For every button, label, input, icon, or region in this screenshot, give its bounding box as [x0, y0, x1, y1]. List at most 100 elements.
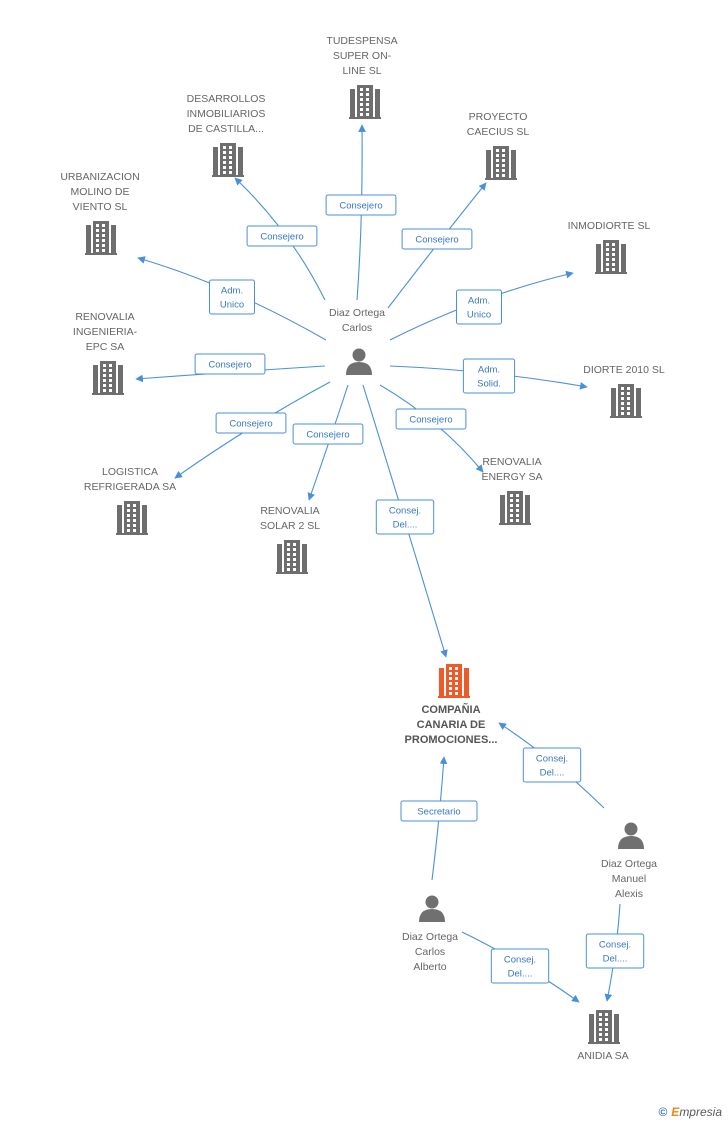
relation-label[interactable]: Adm. Solid.: [462, 358, 516, 394]
node-renovalia_ing[interactable]: RENOVALIA INGENIERIA- EPC SA: [73, 311, 138, 395]
relation-label-box: [456, 289, 502, 325]
node-label: REFRIGERADA SA: [84, 481, 176, 493]
relation-label-text: Unico: [467, 310, 491, 321]
building-icon: [349, 85, 381, 119]
node-label: MOLINO DE: [71, 186, 130, 198]
relation-label-text: Consejero: [229, 419, 272, 430]
node-anidia[interactable]: ANIDIA SA: [577, 1010, 629, 1062]
node-inmodiorte[interactable]: INMODIORTE SL: [568, 220, 651, 274]
relation-label-text: Del....: [508, 969, 533, 980]
node-label: SUPER ON-: [333, 50, 392, 62]
node-label: Diaz Ortega: [402, 931, 458, 943]
node-label: CAECIUS SL: [467, 126, 530, 138]
relation-label-text: Secretario: [417, 807, 460, 818]
relation-label-text: Consejero: [409, 415, 452, 426]
relation-label-text: Consejero: [260, 232, 303, 243]
relation-label[interactable]: Consejero: [401, 228, 473, 250]
node-label: URBANIZACION: [60, 171, 139, 183]
footer-brand[interactable]: ©Empresia: [658, 1105, 722, 1119]
relation-label-box: [194, 353, 266, 375]
node-label: LINE SL: [342, 65, 381, 77]
node-label: RENOVALIA: [260, 505, 319, 517]
building-icon: [499, 491, 531, 525]
node-diorte[interactable]: DIORTE 2010 SL: [583, 364, 665, 418]
relation-label[interactable]: Consejero: [292, 423, 364, 445]
node-label: INGENIERIA-: [73, 326, 138, 338]
node-logistica[interactable]: LOGISTICA REFRIGERADA SA: [84, 466, 176, 535]
node-label: TUDESPENSA: [326, 35, 397, 47]
relation-label-box: [395, 408, 467, 430]
relation-label[interactable]: Consej. Del....: [375, 499, 435, 535]
relation-label-text: Solid.: [477, 379, 501, 390]
relation-label[interactable]: Adm. Unico: [456, 289, 502, 325]
relation-label-text: Consej.: [504, 955, 536, 966]
relation-label-text: Adm.: [478, 365, 500, 376]
node-label: DIORTE 2010 SL: [583, 364, 665, 376]
relation-label-text: Del....: [603, 954, 628, 965]
relation-label-box: [585, 933, 645, 969]
brand-name: mpresia: [679, 1105, 722, 1119]
relation-label[interactable]: Consejero: [194, 353, 266, 375]
building-icon: [116, 501, 148, 535]
relation-label-text: Del....: [393, 520, 418, 531]
relation-label-box: [292, 423, 364, 445]
node-label: EPC SA: [86, 341, 125, 353]
node-label: Diaz Ortega: [601, 858, 657, 870]
relation-label[interactable]: Consej. Del....: [490, 948, 550, 984]
relation-label-text: Consej.: [389, 506, 421, 517]
node-label: SOLAR 2 SL: [260, 520, 320, 532]
node-label: ANIDIA SA: [577, 1050, 628, 1062]
node-label: VIENTO SL: [73, 201, 128, 213]
node-label: PROMOCIONES...: [405, 734, 498, 746]
building-icon: [610, 384, 642, 418]
relation-label-box: [246, 225, 318, 247]
relation-label-text: Unico: [220, 300, 244, 311]
node-label: ENERGY SA: [481, 471, 542, 483]
relation-label[interactable]: Adm. Unico: [209, 279, 255, 315]
relation-label[interactable]: Secretario: [400, 800, 478, 822]
person-icon: [618, 822, 644, 849]
node-urbanizacion[interactable]: URBANIZACION MOLINO DE VIENTO SL: [60, 171, 140, 255]
relation-label-text: Consej.: [536, 754, 568, 765]
building-icon: [212, 143, 244, 177]
node-label: DESARROLLOS: [187, 93, 266, 105]
building-icon: [92, 361, 124, 395]
relation-label[interactable]: Consejero: [215, 412, 287, 434]
relation-label[interactable]: Consejero: [395, 408, 467, 430]
building-icon: [588, 1010, 620, 1044]
building-icon: [276, 540, 308, 574]
copyright-icon: ©: [658, 1105, 668, 1119]
relation-label-box: [209, 279, 255, 315]
relation-label-box: [400, 800, 478, 822]
relation-label[interactable]: Consejero: [246, 225, 318, 247]
node-renovalia_solar[interactable]: RENOVALIA SOLAR 2 SL: [260, 505, 320, 574]
node-label: Alberto: [413, 961, 446, 973]
node-label: Alexis: [615, 888, 643, 900]
node-label: INMOBILIARIOS: [187, 108, 266, 120]
node-proyecto[interactable]: PROYECTO CAECIUS SL: [467, 111, 530, 180]
person-icon: [346, 348, 372, 375]
node-label: LOGISTICA: [102, 466, 158, 478]
node-label: Diaz Ortega: [329, 307, 385, 319]
relation-label-text: Adm.: [468, 296, 490, 307]
node-tudespensa[interactable]: TUDESPENSA SUPER ON- LINE SL: [326, 35, 398, 119]
node-label: RENOVALIA: [75, 311, 134, 323]
relation-label-box: [522, 747, 582, 783]
relation-label[interactable]: Consej.Del....: [585, 933, 645, 969]
relation-label-text: Adm.: [221, 286, 243, 297]
relation-label[interactable]: Consej.Del....: [522, 747, 582, 783]
relation-label[interactable]: Consejero: [325, 194, 397, 216]
relation-label-box: [462, 358, 516, 394]
relation-label-text: Consejero: [415, 235, 458, 246]
node-label: PROYECTO: [469, 111, 528, 123]
edge-diaz_carlos-to-tudespensa: [356, 124, 366, 301]
node-label: INMODIORTE SL: [568, 220, 651, 232]
relation-label-box: [490, 948, 550, 984]
building-icon: [85, 221, 117, 255]
